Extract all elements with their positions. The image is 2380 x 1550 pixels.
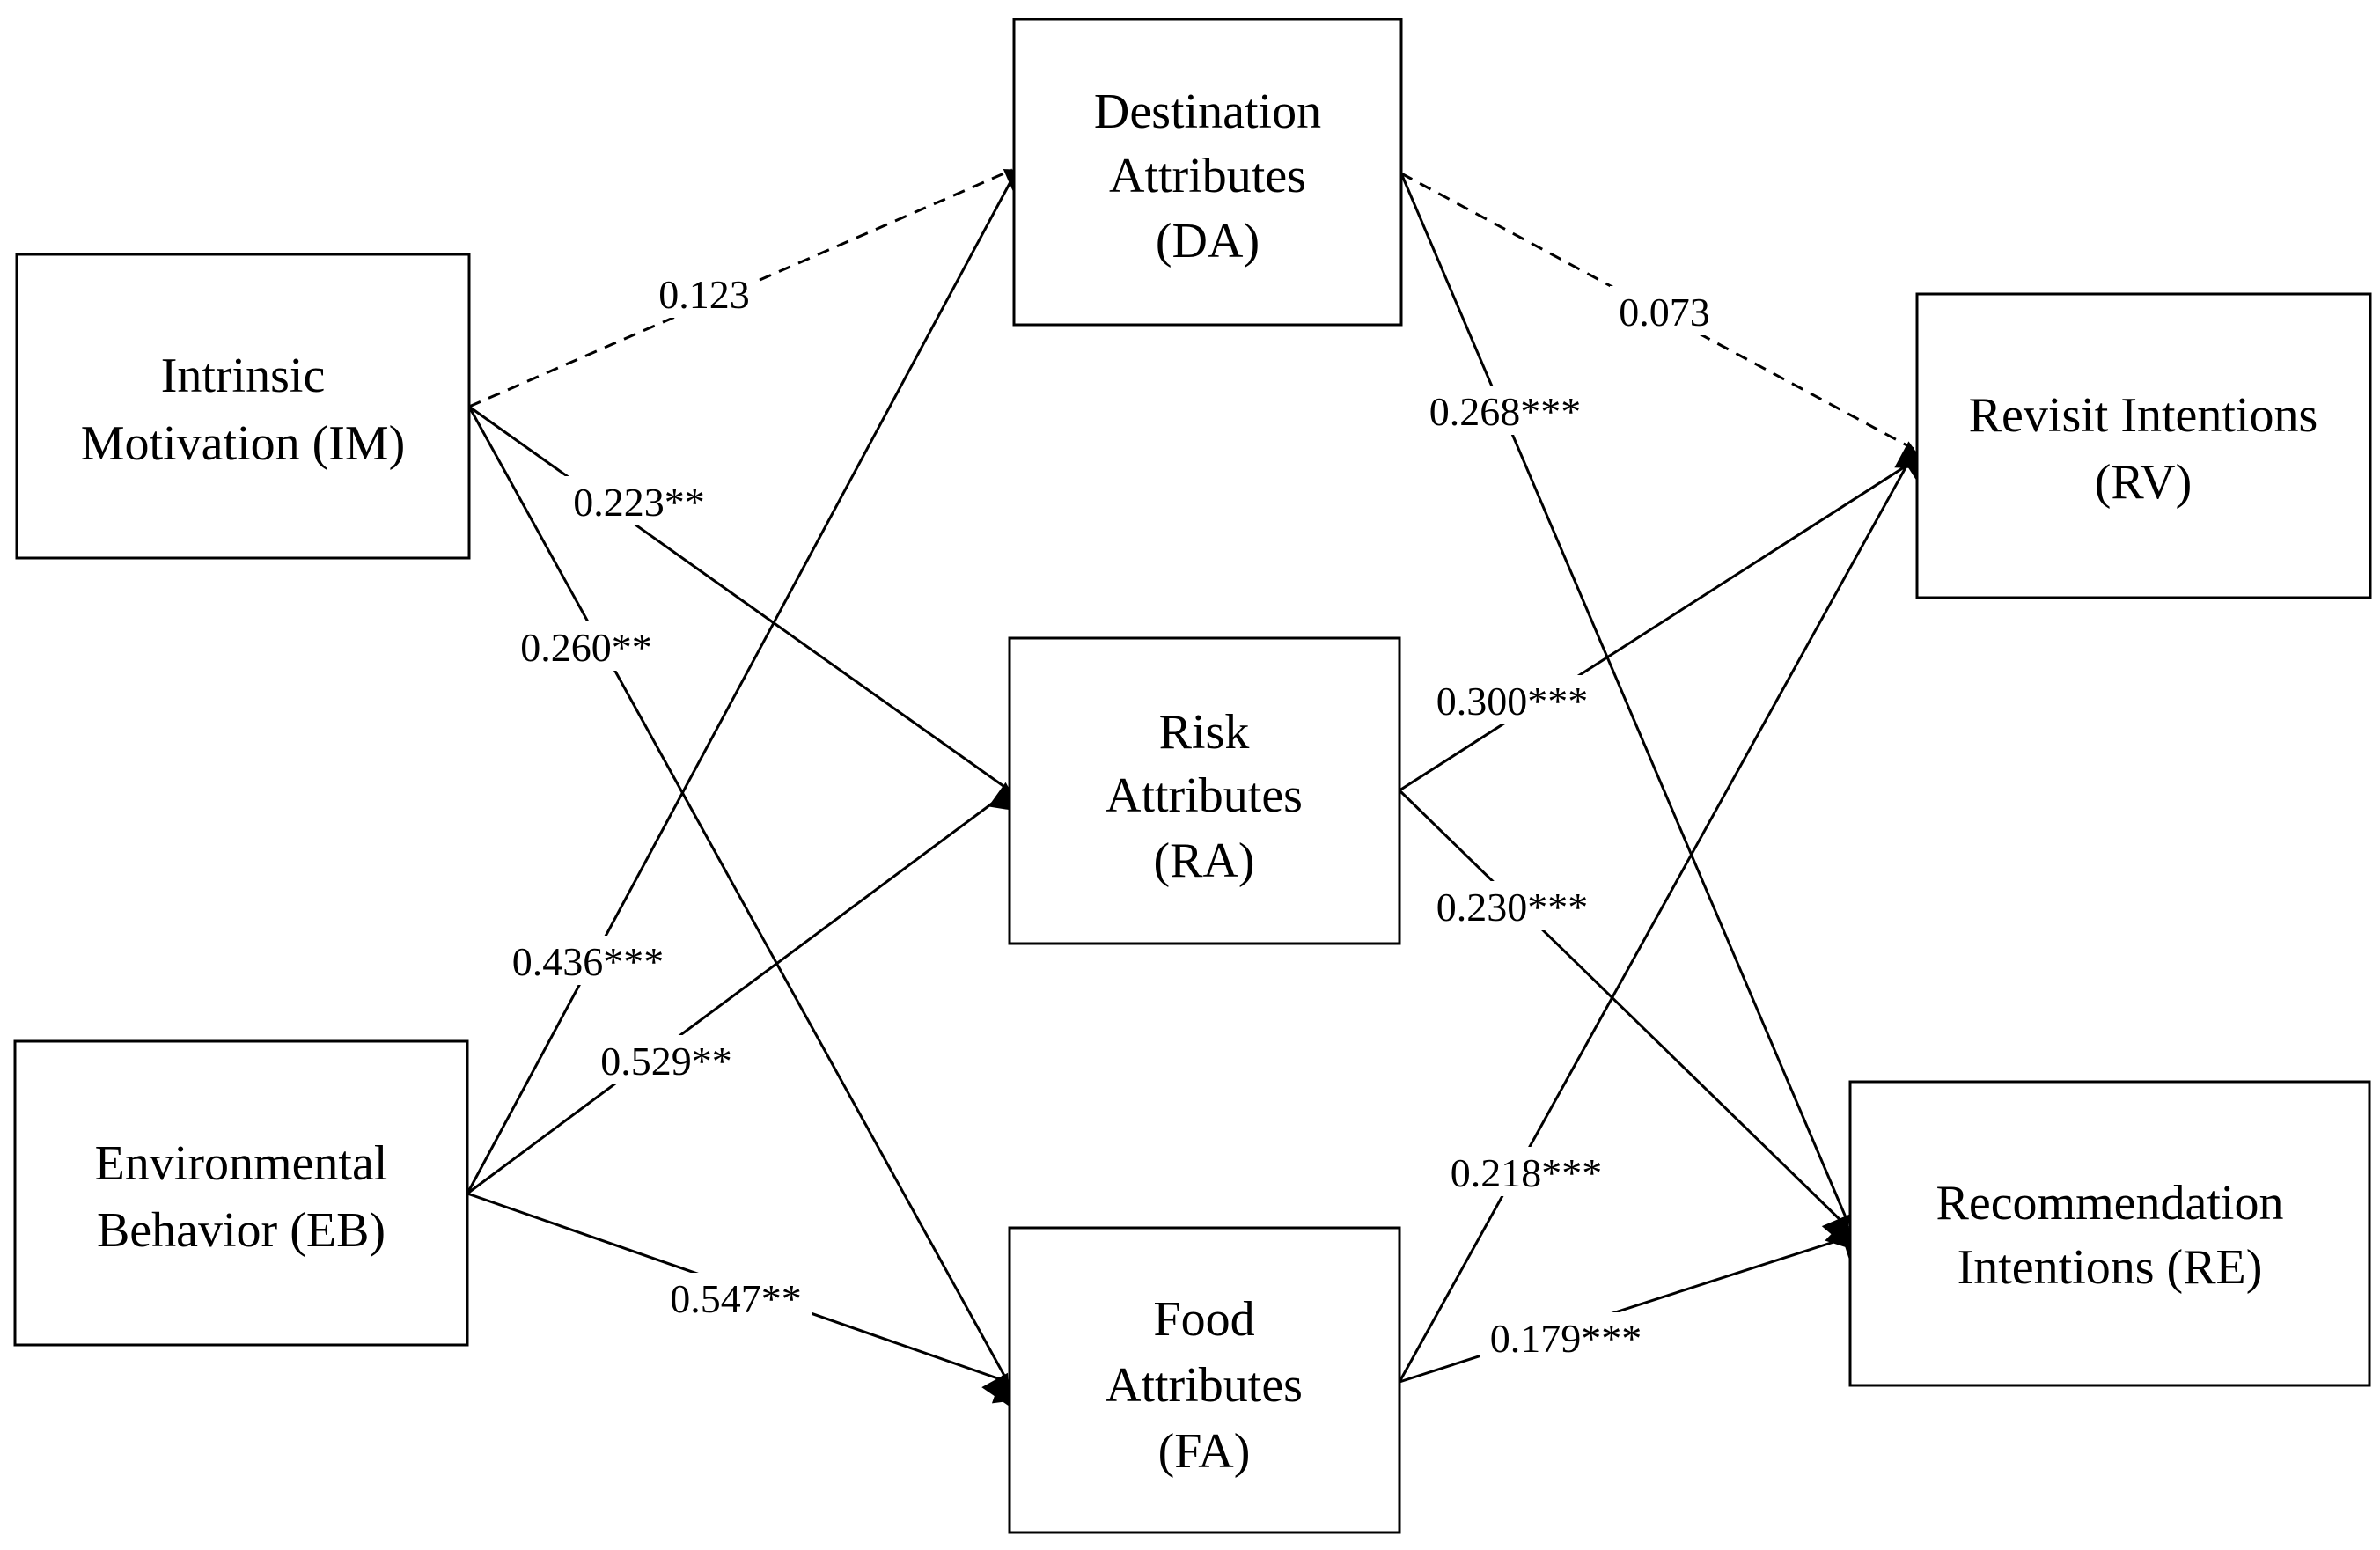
node-risk-attributes: Risk Attributes (RA): [1008, 636, 1401, 945]
node-label-line: (RV): [2095, 455, 2193, 510]
node-revisit-intentions: Revisit Intentions (RV): [1915, 292, 2372, 599]
coefficient-im-fa: 0.260**: [520, 625, 652, 670]
coefficient-fa-re: 0.179***: [1490, 1316, 1642, 1361]
coefficient-eb-da: 0.436***: [512, 939, 665, 984]
node-label-line: Risk: [1159, 705, 1250, 760]
node-label-line: (DA): [1156, 214, 1260, 268]
label-bg: [563, 476, 715, 525]
node-label-line: Environmental: [95, 1136, 388, 1191]
label-bg: [503, 936, 676, 985]
node-label-line: Intrinsic: [161, 349, 326, 403]
path-fa-to-re-arrow: [1399, 1235, 1875, 1384]
label-bg: [511, 621, 662, 671]
coefficient-da-rv: 0.073: [1619, 290, 1710, 334]
label-bg: [650, 268, 759, 318]
coefficient-eb-fa: 0.547**: [670, 1276, 802, 1321]
node-label-line: Attributes: [1106, 1358, 1303, 1413]
coefficient-eb-ra: 0.529**: [600, 1039, 732, 1084]
node-box: [1012, 18, 1403, 327]
node-label-line: Intentions (RE): [1958, 1240, 2263, 1295]
node-environmental-behavior: Environmental Behavior (EB): [13, 1039, 469, 1347]
node-label-line: (FA): [1158, 1424, 1251, 1479]
node-label-line: Behavior (EB): [97, 1203, 386, 1258]
coefficient-ra-re: 0.230***: [1436, 885, 1589, 929]
label-bg: [1480, 1312, 1652, 1362]
path-eb-to-ra-arrow: [466, 785, 1034, 1195]
path-ra-to-rv-arrow: [1399, 458, 1938, 792]
path-im-to-fa-arrow: [467, 406, 1010, 1407]
label-bg: [1442, 1147, 1614, 1196]
node-food-attributes: Food Attributes (FA): [1008, 1226, 1401, 1534]
label-bg: [660, 1273, 812, 1322]
coefficient-ra-rv: 0.300***: [1436, 679, 1589, 724]
node-label-line: Destination: [1094, 84, 1321, 139]
node-destination-attributes: Destination Attributes (DA): [1012, 18, 1403, 327]
path-coefficients: 0.123 0.223** 0.260** 0.436*** 0.529** 0…: [503, 268, 1719, 1362]
label-bg: [1428, 675, 1600, 724]
node-box: [15, 253, 471, 560]
node-label-line: Recommendation: [1936, 1176, 2283, 1230]
coefficient-im-da: 0.123: [658, 272, 750, 317]
node-intrinsic-motivation: Intrinsic Motivation (IM): [15, 253, 471, 560]
path-im-to-ra-arrow: [468, 405, 1022, 812]
node-label-line: Motivation (IM): [81, 416, 406, 471]
node-label-line: Revisit Intentions: [1969, 388, 2318, 443]
node-label-line: Attributes: [1106, 768, 1303, 823]
path-da-to-re-arrow: [1399, 173, 1850, 1248]
node-label-line: (RA): [1153, 834, 1254, 888]
label-bg: [1610, 286, 1719, 335]
node-box: [1008, 1226, 1401, 1534]
label-bg: [1428, 881, 1600, 930]
node-label-line: Food: [1153, 1292, 1254, 1347]
coefficient-da-re: 0.268***: [1429, 389, 1582, 434]
node-box: [1915, 292, 2372, 599]
label-bg: [1421, 386, 1593, 435]
node-box: [1008, 636, 1401, 945]
path-ra-to-re-arrow: [1398, 789, 1857, 1252]
path-fa-to-rv-arrow: [1398, 438, 1934, 1383]
coefficient-im-ra: 0.223**: [573, 480, 705, 525]
label-bg: [591, 1035, 742, 1084]
node-box: [1848, 1080, 2371, 1387]
node-label-line: Attributes: [1109, 149, 1306, 203]
path-eb-to-da-arrow: [466, 151, 1039, 1194]
coefficient-fa-rv: 0.218***: [1451, 1150, 1603, 1195]
node-recommendation-intentions: Recommendation Intentions (RE): [1848, 1080, 2371, 1387]
node-box: [13, 1039, 469, 1347]
